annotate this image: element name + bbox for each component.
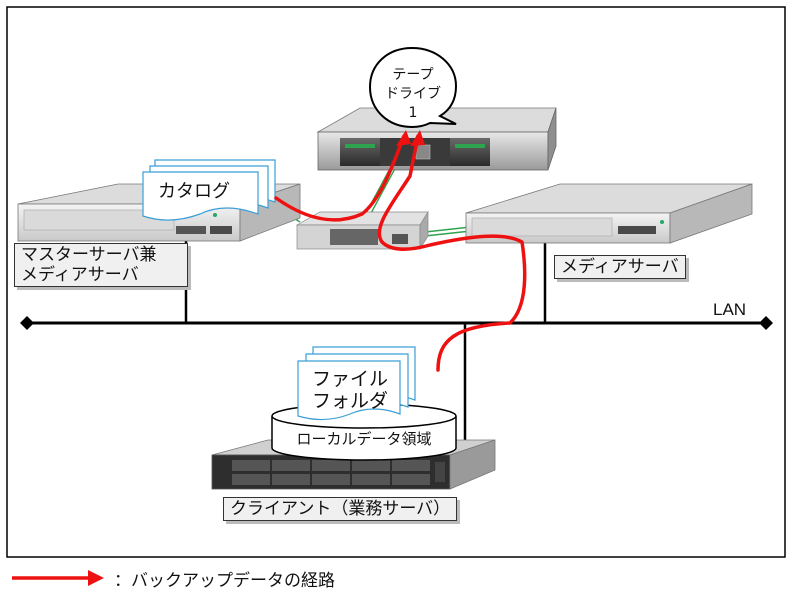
tape-drive-label-line1: テープ xyxy=(392,67,433,83)
backup-path-client xyxy=(377,134,527,372)
backup-path-arrows xyxy=(274,130,527,372)
master-server-label: マスターサーバ兼 メディアサーバ xyxy=(14,243,188,287)
legend-arrow xyxy=(12,570,104,586)
tape-drive-label-line3: 1 xyxy=(409,105,418,121)
master-server-device xyxy=(17,183,301,242)
tape-drive-callout xyxy=(368,46,458,129)
client-server-label-text: クライアント（業務サーバ） xyxy=(230,499,451,519)
client-server-label: クライアント（業務サーバ） xyxy=(223,497,458,521)
file-folder-label-line1: ファイル xyxy=(312,368,388,390)
catalog-document-stack xyxy=(142,159,276,221)
backup-path-master xyxy=(274,134,406,222)
tape-drive-label-line2: ドライブ xyxy=(385,85,441,102)
backup-path-master-head xyxy=(396,130,411,146)
backup-path-client-head xyxy=(410,130,425,146)
file-folder-document-stack xyxy=(297,346,416,421)
media-server-label-text: メディアサーバ xyxy=(561,257,679,277)
fc-switch-device xyxy=(295,210,429,251)
master-server-label-line1: マスターサーバ兼 xyxy=(21,245,157,265)
media-server-label: メディアサーバ xyxy=(554,255,686,279)
legend-text: ：バックアップデータの経路 xyxy=(114,571,335,591)
local-data-area-label: ローカルデータ領域 xyxy=(296,430,431,448)
media-server-device xyxy=(465,183,753,244)
lan-label: LAN xyxy=(713,300,746,319)
catalog-label: カタログ xyxy=(158,181,230,202)
file-folder-label-line2: フォルダ xyxy=(312,390,388,412)
master-server-label-line2: メディアサーバ xyxy=(21,265,139,285)
